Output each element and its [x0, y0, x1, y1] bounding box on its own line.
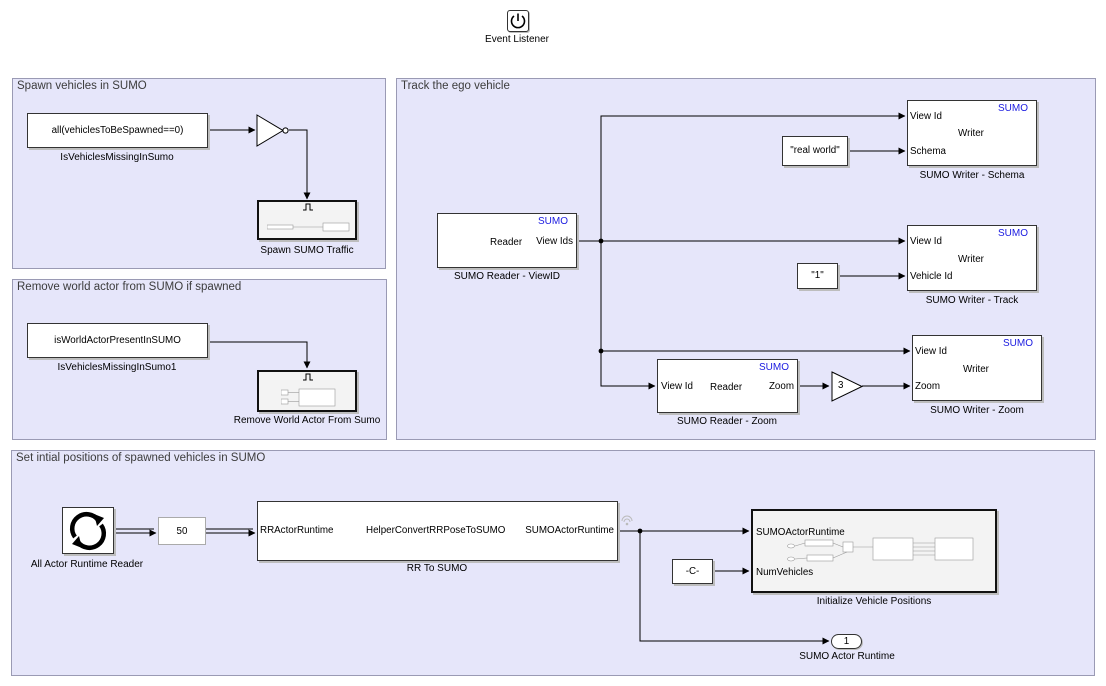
trigger-icon — [303, 203, 313, 211]
spawn-sumo-traffic-label: Spawn SUMO Traffic — [260, 245, 354, 256]
sumo-writer-track-label: SUMO Writer - Track — [925, 295, 1019, 306]
area-spawn-title: Spawn vehicles in SUMO — [17, 80, 147, 92]
sumo-tag: SUMO — [998, 228, 1028, 239]
event-listener-block[interactable] — [507, 10, 529, 32]
buffer-block[interactable]: 50 — [158, 517, 206, 545]
port-view-id: View Id — [910, 236, 942, 247]
outport-number: 1 — [843, 636, 850, 647]
subsystem-preview-3 — [787, 537, 974, 562]
port-view-id: View Id — [910, 111, 942, 122]
event-listener-label: Event Listener — [485, 34, 549, 45]
writer-text: Writer — [958, 254, 984, 265]
sumo-writer-zoom-block[interactable]: SUMO View Id Writer Zoom — [912, 335, 1042, 401]
remove-world-actor-label: Remove World Actor From Sumo — [233, 415, 381, 426]
remove-world-actor-block[interactable] — [257, 370, 357, 412]
sumo-tag: SUMO — [538, 216, 568, 227]
constant-c-block[interactable]: -C- — [672, 559, 713, 584]
is-vehicles-missing-1-label: IsVehiclesMissingInSumo1 — [57, 362, 177, 373]
cond-expression: all(vehiclesToBeSpawned==0) — [51, 125, 184, 136]
port-sumo-actor-runtime: SUMOActorRuntime — [525, 525, 614, 536]
port-view-id: View Id — [661, 381, 693, 392]
initialize-vehicle-positions-label: Initialize Vehicle Positions — [816, 596, 932, 607]
spawn-sumo-traffic-block[interactable] — [257, 200, 357, 240]
port-zoom: Zoom — [915, 381, 941, 392]
initialize-vehicle-positions-block[interactable]: SUMOActorRuntime NumVehicles — [751, 509, 997, 593]
sumo-writer-track-block[interactable]: SUMO View Id Writer Vehicle Id — [907, 225, 1037, 291]
all-actor-runtime-reader-block[interactable] — [62, 507, 114, 554]
area-remove[interactable]: Remove world actor from SUMO if spawned — [12, 279, 387, 440]
rr-to-sumo-block[interactable]: RRActorRuntime HelperConvertRRPoseToSUMO… — [257, 501, 618, 561]
sumo-writer-schema-label: SUMO Writer - Schema — [919, 170, 1025, 181]
subsystem-preview — [267, 222, 350, 232]
subsystem-preview-2 — [281, 388, 336, 407]
sumo-writer-zoom-label: SUMO Writer - Zoom — [930, 405, 1024, 416]
port-rr-actor-runtime: RRActorRuntime — [260, 525, 334, 536]
reader-text: Reader — [710, 382, 743, 393]
power-icon — [510, 13, 526, 29]
rr-to-sumo-label: RR To SUMO — [406, 563, 468, 574]
schema-constant-value: "real world" — [790, 145, 840, 156]
area-remove-title: Remove world actor from SUMO if spawned — [17, 281, 242, 293]
writer-text: Writer — [958, 128, 984, 139]
writer-text: Writer — [963, 364, 989, 375]
reader-text: Reader — [490, 237, 523, 248]
sumo-tag: SUMO — [1003, 338, 1033, 349]
schema-constant-block[interactable]: "real world" — [782, 136, 848, 166]
sumo-tag: SUMO — [998, 103, 1028, 114]
not-gate-block[interactable] — [256, 114, 290, 148]
port-sumo-actor-runtime: SUMOActorRuntime — [756, 527, 845, 538]
signal-logging-icon — [621, 515, 633, 526]
rr-function-name: HelperConvertRRPoseToSUMO — [366, 525, 506, 536]
sumo-tag: SUMO — [759, 362, 789, 373]
is-vehicles-missing-block[interactable]: all(vehiclesToBeSpawned==0) — [27, 113, 208, 148]
port-vehicle-id: Vehicle Id — [910, 271, 953, 282]
trigger-icon-2 — [303, 373, 313, 381]
track-constant-value: "1" — [811, 270, 824, 281]
area-track-title: Track the ego vehicle — [401, 80, 510, 92]
port-view-id: View Id — [915, 346, 947, 357]
port-num-vehicles: NumVehicles — [756, 567, 814, 578]
sumo-reader-viewid-block[interactable]: SUMO Reader View Ids — [437, 213, 577, 268]
is-vehicles-missing-label: IsVehiclesMissingInSumo — [60, 152, 174, 163]
sumo-reader-viewid-label: SUMO Reader - ViewID — [454, 271, 560, 282]
gain-value: 3 — [838, 380, 844, 391]
constant-c-value: -C- — [685, 566, 700, 577]
sumo-reader-zoom-label: SUMO Reader - Zoom — [676, 416, 778, 427]
area-set-title: Set intial positions of spawned vehicles… — [16, 452, 266, 464]
port-zoom: Zoom — [768, 381, 794, 392]
sync-icon — [69, 512, 107, 550]
port-view-ids: View Ids — [536, 236, 573, 247]
is-world-actor-present-block[interactable]: isWorldActorPresentInSUMO — [27, 323, 208, 358]
outport-block[interactable]: 1 — [831, 634, 862, 649]
outport-label: SUMO Actor Runtime — [799, 651, 895, 662]
track-constant-block[interactable]: "1" — [797, 263, 838, 289]
port-schema: Schema — [910, 146, 946, 157]
all-actor-runtime-reader-label: All Actor Runtime Reader — [30, 559, 144, 570]
buffer-value: 50 — [176, 526, 188, 537]
sumo-writer-schema-block[interactable]: SUMO View Id Writer Schema — [907, 100, 1037, 166]
gain-block[interactable] — [831, 371, 865, 403]
area-spawn[interactable]: Spawn vehicles in SUMO — [12, 78, 386, 269]
sumo-reader-zoom-block[interactable]: SUMO View Id Reader Zoom — [657, 359, 798, 413]
cond-expression-2: isWorldActorPresentInSUMO — [54, 335, 181, 346]
